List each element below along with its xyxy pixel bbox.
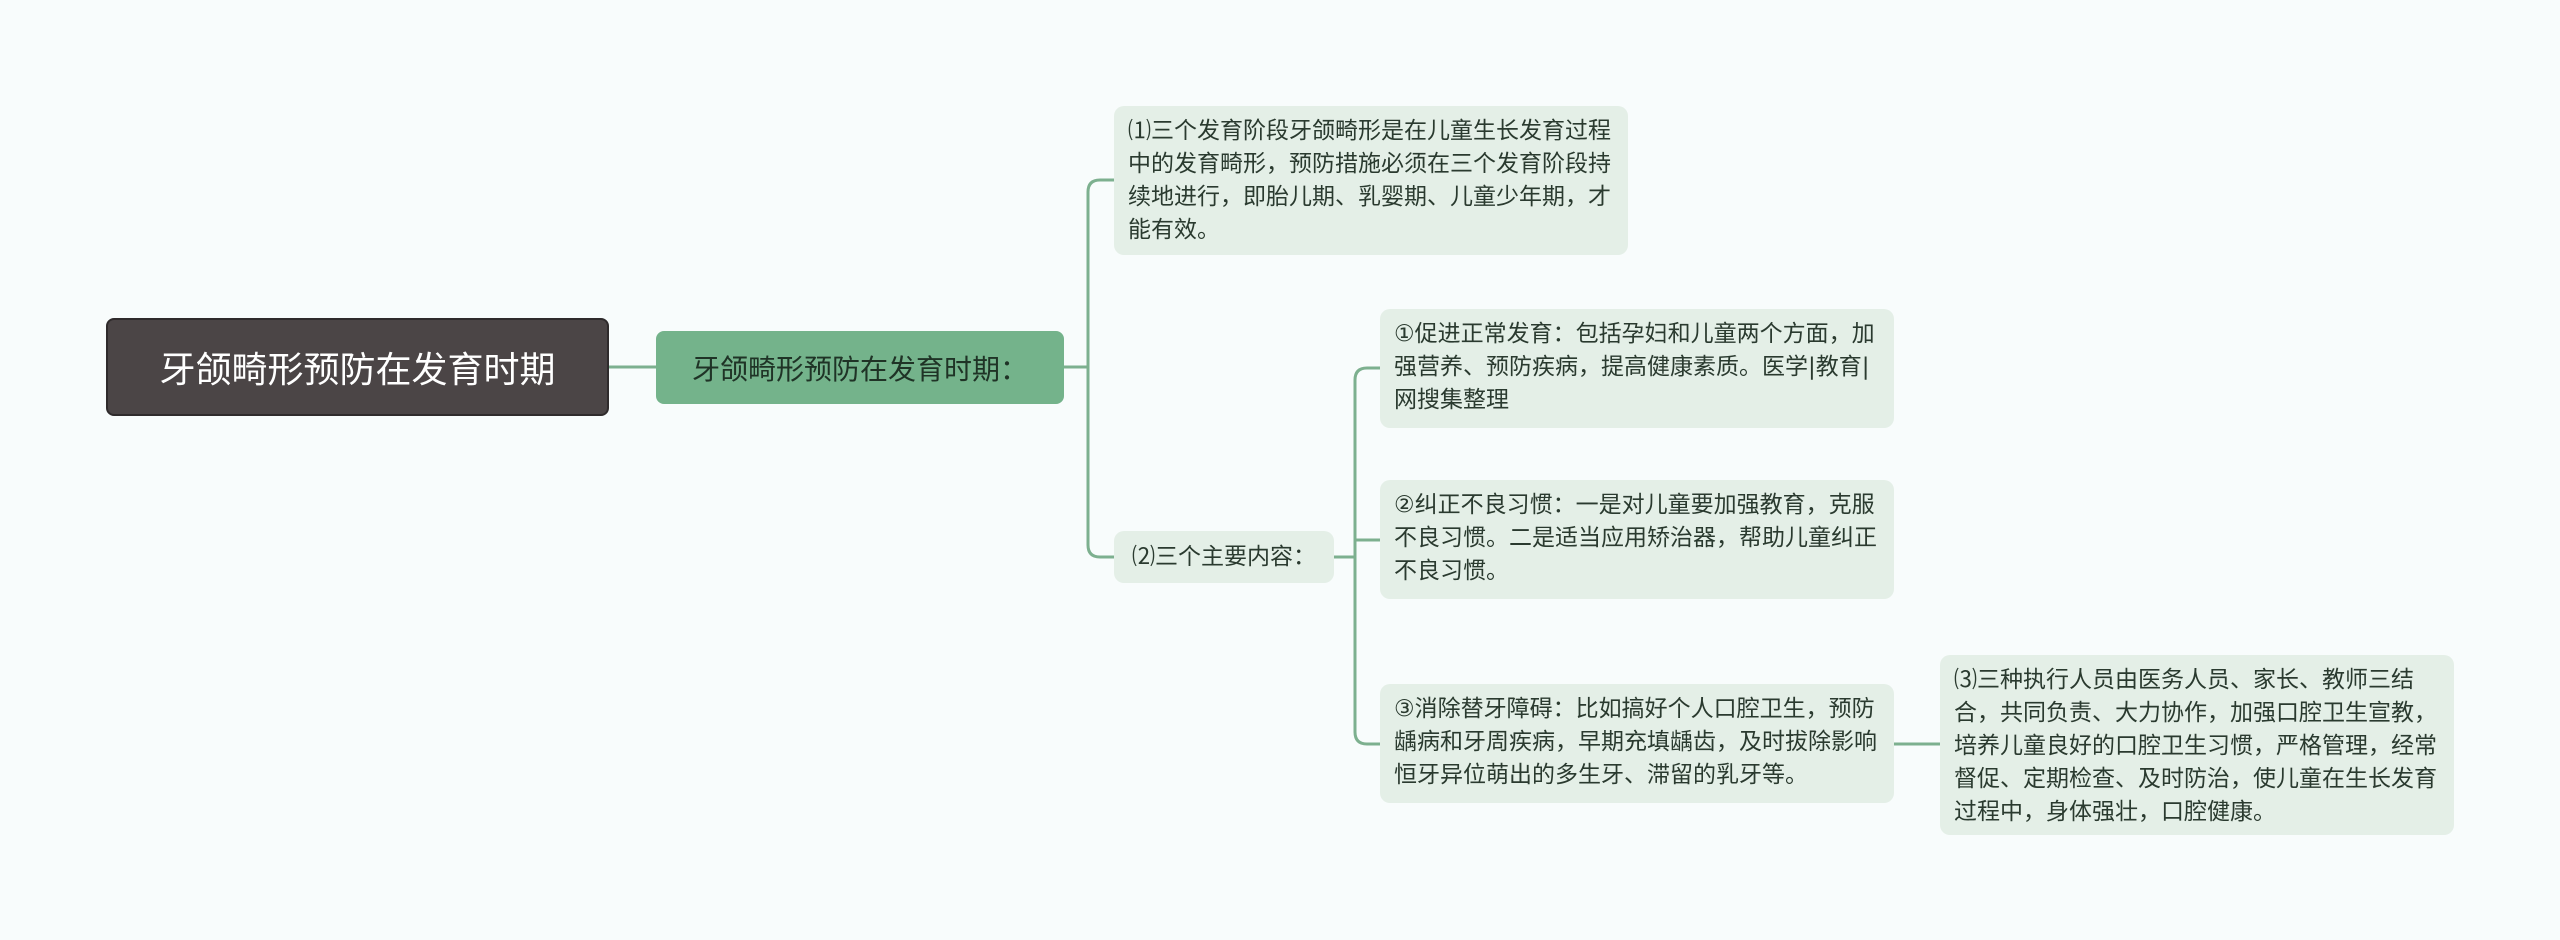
content-item-text: ③消除替牙障碍：比如搞好个人口腔卫生，预防龋病和牙周疾病，早期充填龋齿，及时拔除…	[1394, 696, 1877, 788]
content-item-1[interactable]: ①促进正常发育：包括孕妇和儿童两个方面，加强营养、预防疾病，提高健康素质。医学|…	[1380, 309, 1894, 428]
subtopic-main-contents[interactable]: ⑵三个主要内容：	[1114, 531, 1334, 583]
main-topic[interactable]: 牙颌畸形预防在发育时期：	[656, 331, 1064, 404]
subtopic-main-contents-label: ⑵三个主要内容：	[1132, 543, 1316, 570]
content-item-text: ②纠正不良习惯：一是对儿童要加强教育，克服不良习惯。二是适当应用矫治器，帮助儿童…	[1394, 492, 1877, 584]
content-item-2[interactable]: ②纠正不良习惯：一是对儿童要加强教育，克服不良习惯。二是适当应用矫治器，帮助儿童…	[1380, 480, 1894, 599]
subtopic-executors[interactable]: ⑶三种执行人员由医务人员、家长、教师三结合，共同负责、大力协作，加强口腔卫生宣教…	[1940, 655, 2454, 835]
content-item-3[interactable]: ③消除替牙障碍：比如搞好个人口腔卫生，预防龋病和牙周疾病，早期充填龋齿，及时拔除…	[1380, 684, 1894, 803]
connector-branch2-items	[1334, 366, 1380, 746]
root-topic[interactable]: 牙颌畸形预防在发育时期	[106, 318, 609, 416]
subtopic-stages-text: ⑴三个发育阶段牙颌畸形是在儿童生长发育过程中的发育畸形，预防措施必须在三个发育阶…	[1128, 118, 1611, 243]
content-item-text: ①促进正常发育：包括孕妇和儿童两个方面，加强营养、预防疾病，提高健康素质。医学|…	[1394, 321, 1875, 413]
subtopic-executors-text: ⑶三种执行人员由医务人员、家长、教师三结合，共同负责、大力协作，加强口腔卫生宣教…	[1954, 667, 2437, 825]
main-topic-label: 牙颌畸形预防在发育时期：	[691, 352, 1028, 386]
connector-level1-branches	[1064, 178, 1114, 559]
subtopic-stages[interactable]: ⑴三个发育阶段牙颌畸形是在儿童生长发育过程中的发育畸形，预防措施必须在三个发育阶…	[1114, 106, 1628, 255]
root-topic-label: 牙颌畸形预防在发育时期	[159, 350, 556, 391]
